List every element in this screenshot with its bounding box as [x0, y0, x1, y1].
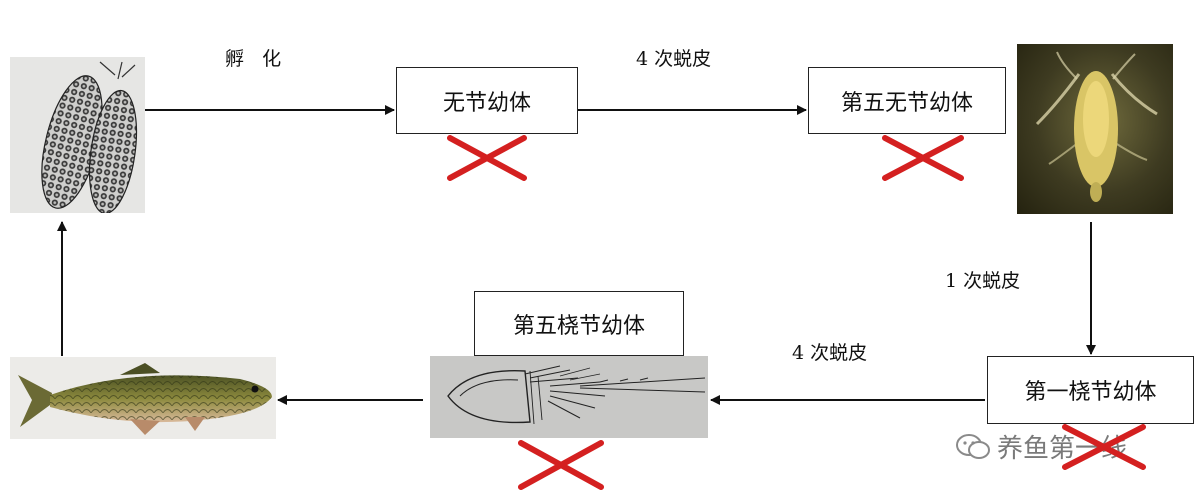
wechat-icon	[956, 433, 990, 459]
cross-nauplius-icon	[447, 135, 527, 181]
cross-fifth-copepodid-icon	[518, 440, 604, 490]
fifth-nauplius-photo	[1017, 44, 1173, 214]
egg-sacs-image	[10, 57, 145, 213]
box-nauplius: 无节幼体	[396, 67, 578, 134]
label-molt4-bottom: 4 次蜕皮	[792, 342, 868, 364]
label-molt1: 1 次蜕皮	[945, 270, 1021, 292]
box-fifth-nauplius: 第五无节幼体	[808, 67, 1006, 134]
copepodid-sketch-image	[430, 356, 708, 438]
cross-first-copepodid-icon	[1062, 424, 1146, 470]
cross-fifth-nauplius-icon	[882, 135, 964, 181]
fish-photo	[10, 357, 276, 439]
box-first-copepodid: 第一桡节幼体	[987, 356, 1194, 424]
label-molt4-top: 4 次蜕皮	[636, 48, 712, 70]
box-fifth-copepodid: 第五桡节幼体	[474, 291, 684, 356]
label-hatch: 孵 化	[225, 48, 282, 70]
